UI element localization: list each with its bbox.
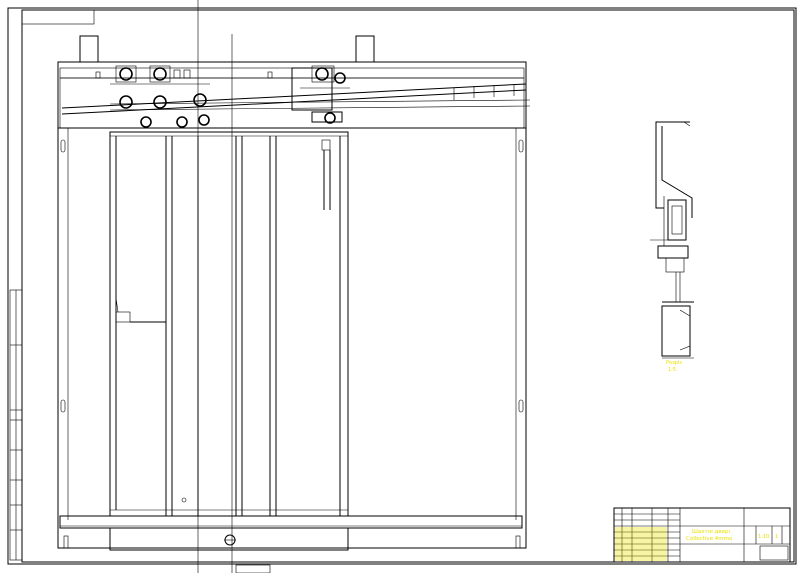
title-scale: 1:10 <box>758 534 769 540</box>
roller-group <box>119 67 346 128</box>
section-label-line2: 1:5 <box>668 367 676 373</box>
door-latch <box>115 297 166 323</box>
door-sill <box>59 515 523 551</box>
door-front-view <box>57 35 531 551</box>
mechanism-bits <box>95 65 350 89</box>
title-name-line2: Collective 4mmo <box>686 536 733 542</box>
section-label-line1: Розріз <box>666 360 682 366</box>
left-stamp <box>9 289 23 561</box>
section-view: Розріз 1:5 <box>650 121 694 373</box>
title-name-line1: Шахтні двері <box>692 529 731 535</box>
door-panels <box>109 131 349 517</box>
rail-ticks <box>453 84 515 100</box>
sheet-frame <box>7 0 797 573</box>
title-sheet: 1 <box>775 534 778 540</box>
title-block: Шахтні двері Collective 4mmo 1:10 1 <box>613 507 791 563</box>
